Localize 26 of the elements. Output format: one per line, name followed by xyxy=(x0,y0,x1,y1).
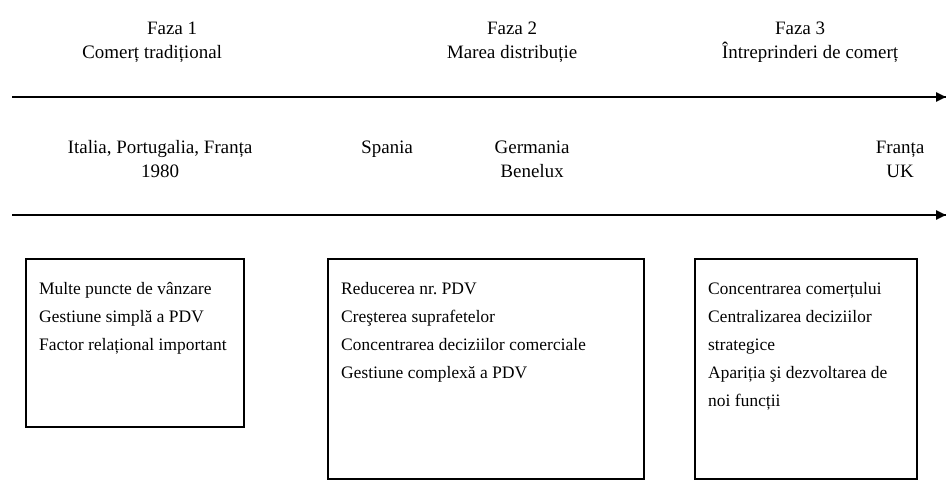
feature-box xyxy=(327,258,645,480)
feature-box xyxy=(25,258,245,428)
feature-text: Factor relațional important xyxy=(39,333,228,356)
phase-name: Comerț tradițional xyxy=(82,42,222,64)
feature-text: Gestiune complexă a PDV xyxy=(341,361,528,384)
country-label: Spania xyxy=(361,137,413,159)
phase-title: Faza 1 xyxy=(146,18,198,40)
phase-name: Marea distribuție xyxy=(446,42,578,64)
feature-box xyxy=(694,258,918,480)
country-label: Germania xyxy=(494,137,570,159)
feature-text: Gestiune simplă a PDV xyxy=(39,305,205,328)
country-label: Italia, Portugalia, Franța xyxy=(68,137,252,159)
country-label: UK xyxy=(886,161,914,183)
feature-text: Centralizarea deciziilor strategice xyxy=(708,305,873,356)
country-label: Benelux xyxy=(500,161,564,183)
feature-text: Concentrarea deciziilor comerciale xyxy=(341,333,587,356)
country-label: Franța xyxy=(876,137,924,159)
feature-text: Concentrarea comerțului xyxy=(708,277,882,300)
phase-title: Faza 2 xyxy=(486,18,538,40)
phase-title: Faza 3 xyxy=(774,18,826,40)
feature-text: Apariția şi dezvoltarea de noi funcții xyxy=(708,361,888,412)
phase-name: Întreprinderi de comerț xyxy=(722,42,898,64)
year-label: 1980 xyxy=(141,161,179,183)
feature-text: Creşterea suprafetelor xyxy=(341,305,496,328)
feature-text: Reducerea nr. PDV xyxy=(341,277,478,300)
feature-text: Multe puncte de vânzare xyxy=(39,277,212,300)
